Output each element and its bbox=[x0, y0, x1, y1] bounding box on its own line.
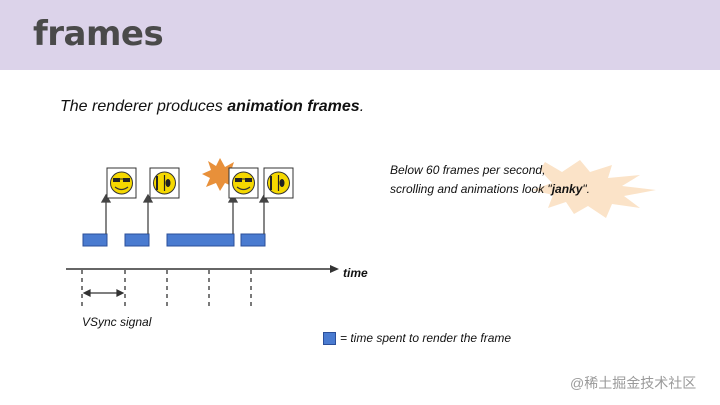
vsync-interval-arrowhead bbox=[116, 289, 125, 297]
render-bar bbox=[82, 233, 108, 247]
frame-nervous-icon bbox=[149, 167, 180, 199]
janky-note: Below 60 frames per second, scrolling an… bbox=[390, 161, 590, 199]
note-line-1: Below 60 frames per second, bbox=[390, 163, 546, 177]
slide-title: frames bbox=[33, 14, 164, 54]
note-line-2-suffix: ". bbox=[582, 182, 590, 196]
frame-sunglasses-icon bbox=[228, 167, 259, 199]
note-line-2: scrolling and animations look "janky". bbox=[390, 180, 590, 199]
render-bar bbox=[166, 233, 235, 247]
render-bar bbox=[240, 233, 266, 247]
render-bar bbox=[124, 233, 150, 247]
intro-sentence: The renderer produces animation frames. bbox=[60, 98, 364, 116]
frame-sunglasses-icon bbox=[106, 167, 137, 199]
vsync-label: VSync signal bbox=[82, 315, 152, 329]
watermark: @稀土掘金技术社区 bbox=[570, 375, 697, 391]
intro-suffix: . bbox=[359, 98, 365, 115]
legend-swatch bbox=[323, 331, 336, 345]
slide-header: frames bbox=[0, 0, 720, 70]
intro-bold: animation frames bbox=[227, 98, 360, 115]
vsync-interval-arrowhead bbox=[82, 289, 91, 297]
intro-prefix: The renderer produces bbox=[60, 98, 228, 115]
time-axis-label: time bbox=[343, 266, 368, 280]
legend: = time spent to render the frame bbox=[323, 331, 511, 345]
note-janky-word: janky bbox=[551, 182, 583, 196]
time-axis-arrowhead bbox=[330, 265, 339, 273]
janky-burst bbox=[532, 160, 656, 218]
legend-text: = time spent to render the frame bbox=[340, 331, 512, 345]
note-line-2-prefix: scrolling and animations look " bbox=[390, 182, 552, 196]
frame-nervous-icon bbox=[263, 167, 294, 199]
